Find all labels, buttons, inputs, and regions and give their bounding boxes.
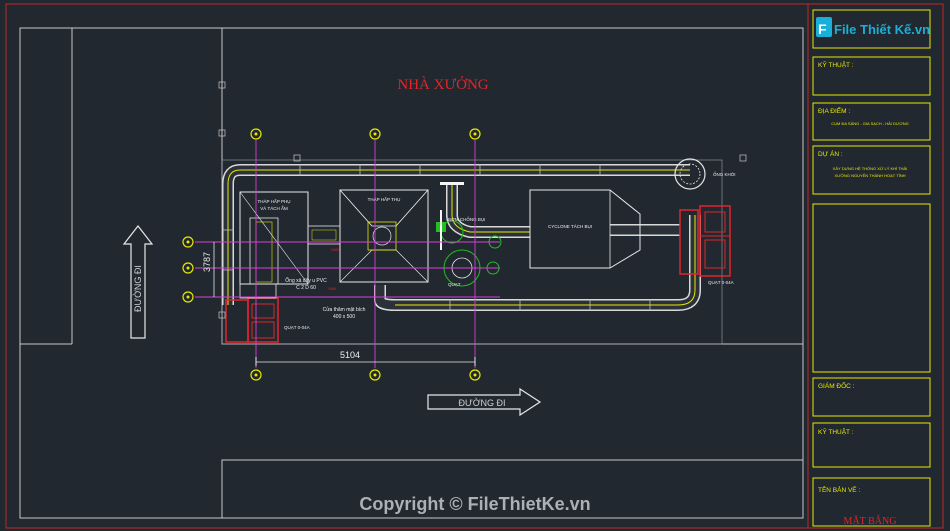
manhole-note: Cửa thăm mặt bích: [323, 306, 366, 313]
pvc-note: Ống xả dây u PVC: [285, 277, 327, 284]
dia-diem-label: ĐỊA ĐIỂM :: [818, 106, 850, 115]
axis-grid: [195, 140, 500, 368]
road-label-vertical: ĐƯỜNG ĐI: [133, 265, 143, 312]
fan-right: [679, 209, 699, 275]
road-label-horizontal: ĐƯỜNG ĐI: [459, 398, 506, 408]
lower-building-wall: [221, 459, 803, 518]
svg-text:400 x 500: 400 x 500: [333, 314, 355, 320]
building-title: NHÀ XƯỞNG: [397, 76, 488, 93]
svg-text:VAN: VAN: [331, 247, 339, 252]
du-an-value-2: XƯỞNG NGUYỄN THÀNH HOẠT TỈNH: [834, 173, 905, 178]
tower2-label: THÁP HẤP THỤ: [368, 196, 401, 202]
axis-markers: [182, 128, 481, 381]
svg-text:VAN: VAN: [328, 286, 336, 291]
du-an-label: DỰ ÁN :: [818, 149, 843, 158]
fan-right-label: QUẠT 0-04A: [708, 280, 734, 285]
svg-text:QUẠT: QUẠT: [448, 282, 461, 287]
dimension-width: 5104: [340, 350, 360, 360]
du-an-value-1: XÂY DỰNG HỆ THỐNG XỬ LÝ KHÍ THẢI: [833, 166, 908, 171]
logo-text: File Thiết Kế.vn: [834, 22, 930, 37]
copyright-watermark: Copyright © FileThietKe.vn: [359, 494, 590, 514]
dimension-height: 3787: [202, 252, 212, 272]
ten-ban-ve-label: TÊN BẢN VẼ :: [818, 485, 860, 494]
logo: F File Thiết Kế.vn: [816, 17, 930, 37]
ky-thuat-2: KỸ THUẬT :: [818, 427, 854, 436]
chimney-label: ỐNG KHÓI: [713, 171, 736, 177]
road-arrow-horizontal: [427, 387, 542, 417]
ten-ban-ve-value: MẶT BẰNG: [844, 514, 897, 527]
ky-thuat-1: KỸ THUẬT :: [818, 60, 854, 69]
svg-text:F: F: [818, 21, 827, 37]
svg-text:C 2 D 60: C 2 D 60: [296, 285, 316, 291]
title-block: [807, 3, 944, 529]
fan-left: [225, 299, 249, 343]
giam-doc-label: GIÁM ĐỐC :: [818, 380, 855, 390]
site-boundary: [19, 27, 804, 519]
tower1-label: THÁP HẤP PHỤ: [257, 198, 290, 204]
fan-left-label: QUẠT 0-04A: [284, 325, 310, 330]
svg-text:VÀ TÁCH ẨM: VÀ TÁCH ẨM: [260, 205, 288, 211]
dia-diem-value: CỤM ĐA SÁNG - GIA SẠCH - HẢI DƯƠNG: [831, 121, 909, 126]
road-arrow-vertical: [122, 225, 154, 339]
chimney: [674, 158, 706, 190]
duct-segment-marks: [222, 164, 651, 311]
pump-label: BƠM CHỐNG BỤI: [448, 216, 485, 222]
cyclone-label: CYCLONE TÁCH BỤI: [548, 223, 592, 229]
columns: [218, 81, 747, 319]
